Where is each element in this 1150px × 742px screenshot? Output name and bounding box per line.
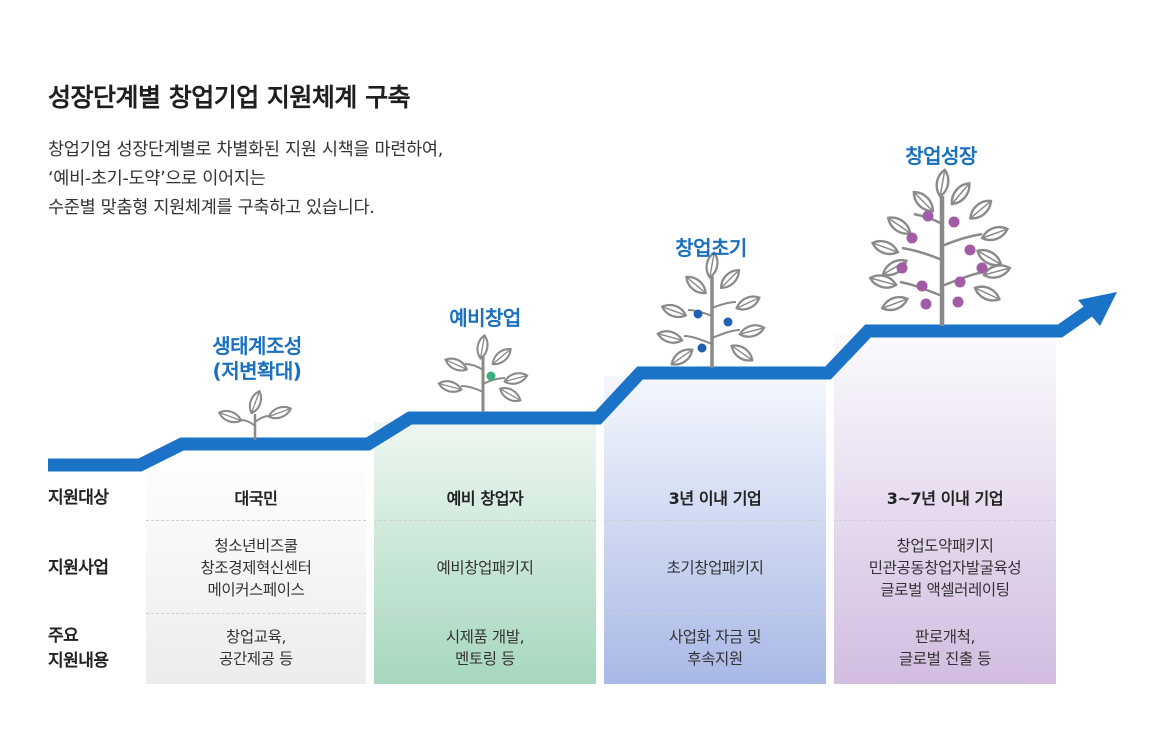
target-cell: 예비 창업자 [374, 484, 596, 514]
row-divider [834, 520, 1056, 521]
stage-column-early-startup: 3년 이내 기업 초기창업패키지 사업화 자금 및 후속지원 [604, 0, 826, 684]
content-item: 시제품 개발, [445, 628, 525, 646]
stage-4-background [834, 334, 1056, 684]
content-item: 판로개척, [915, 628, 975, 646]
small-plant-icon [436, 333, 530, 412]
stage-label-pre-startup: 예비창업 [386, 306, 584, 331]
page-title: 성장단계별 창업기업 지원체계 구축 [48, 83, 411, 112]
row-divider [604, 520, 826, 521]
content-item: 글로벌 진출 등 [898, 650, 992, 668]
stage-3-background [604, 376, 826, 684]
row-divider [604, 613, 826, 614]
stage-label-line: 창업성장 [905, 144, 977, 168]
program-item: 창업도약패키지 [896, 537, 994, 555]
program-item: 예비창업패키지 [436, 559, 534, 577]
target-text: 3년 이내 기업 [668, 489, 762, 508]
program-cell: 초기창업패키지 [604, 530, 826, 606]
description-line: ‘예비-초기-도약’으로 이어지는 [48, 169, 266, 189]
content-item: 사업화 자금 및 [668, 628, 762, 646]
stage-label-line: 창업초기 [675, 236, 747, 260]
content-item: 후속지원 [687, 650, 743, 668]
row-label-line: 지원내용 [48, 651, 109, 671]
fruit-tree-icon [867, 167, 1013, 326]
target-text: 대국민 [234, 489, 278, 508]
stage-column-pre-startup: 예비 창업자 예비창업패키지 시제품 개발, 멘토링 등 [374, 0, 596, 684]
row-label-target: 지원대상 [48, 488, 109, 508]
stage-1-background [146, 448, 366, 684]
stage-label-line: 예비창업 [449, 306, 521, 330]
stage-column-growth: 3~7년 이내 기업 창업도약패키지 민관공동창업자발굴육성 글로벌 액셀러레이… [834, 0, 1056, 684]
row-label-content: 주요 지원내용 [48, 624, 109, 674]
target-cell: 3~7년 이내 기업 [834, 484, 1056, 514]
growth-arrow-icon [48, 304, 1094, 472]
row-divider [374, 520, 596, 521]
row-label-program: 지원사업 [48, 558, 109, 578]
stage-label-line: 생태계조성 [212, 334, 302, 358]
program-item: 글로벌 액셀러레이팅 [880, 581, 1010, 599]
stage-label-ecosystem: 생태계조성 (저변확대) [160, 334, 354, 384]
young-tree-icon [655, 250, 767, 370]
content-cell: 창업교육, 공간제공 등 [146, 622, 366, 674]
content-cell: 시제품 개발, 멘토링 등 [374, 622, 596, 674]
stage-label-line: (저변확대) [212, 359, 302, 383]
row-divider [146, 520, 366, 521]
stage-column-ecosystem: 대국민 청소년비즈쿨 창조경제혁신센터 메이커스페이스 창업교육, 공간제공 등 [146, 0, 366, 684]
row-divider [146, 613, 366, 614]
sprout-icon [216, 388, 294, 440]
row-divider [374, 613, 596, 614]
target-cell: 대국민 [146, 484, 366, 514]
content-cell: 판로개척, 글로벌 진출 등 [834, 622, 1056, 674]
arrow-head-icon [1078, 292, 1117, 326]
target-text: 3~7년 이내 기업 [886, 489, 1004, 508]
stage-label-growth: 창업성장 [842, 144, 1040, 169]
program-cell: 예비창업패키지 [374, 530, 596, 606]
target-cell: 3년 이내 기업 [604, 484, 826, 514]
content-item: 공간제공 등 [219, 650, 293, 668]
row-label-line: 주요 [48, 626, 79, 646]
content-item: 창업교육, [226, 628, 286, 646]
program-item: 메이커스페이스 [207, 581, 305, 599]
content-item: 멘토링 등 [455, 650, 515, 668]
row-divider [834, 613, 1056, 614]
description-line: 수준별 맞춤형 지원체계를 구축하고 있습니다. [48, 198, 375, 218]
program-cell: 창업도약패키지 민관공동창업자발굴육성 글로벌 액셀러레이팅 [834, 530, 1056, 606]
program-item: 초기창업패키지 [666, 559, 764, 577]
program-item: 청소년비즈쿨 [214, 537, 298, 555]
program-item: 민관공동창업자발굴육성 [868, 559, 1022, 577]
stage-label-early-startup: 창업초기 [612, 236, 810, 261]
program-item: 창조경제혁신센터 [200, 559, 312, 577]
program-cell: 청소년비즈쿨 창조경제혁신센터 메이커스페이스 [146, 530, 366, 606]
target-text: 예비 창업자 [446, 489, 524, 508]
description: 창업기업 성장단계별로 차별화된 지원 시책을 마련하여, ‘예비-초기-도약’… [48, 136, 443, 223]
stage-2-background [374, 422, 596, 684]
description-line: 창업기업 성장단계별로 차별화된 지원 시책을 마련하여, [48, 140, 443, 160]
content-cell: 사업화 자금 및 후속지원 [604, 622, 826, 674]
